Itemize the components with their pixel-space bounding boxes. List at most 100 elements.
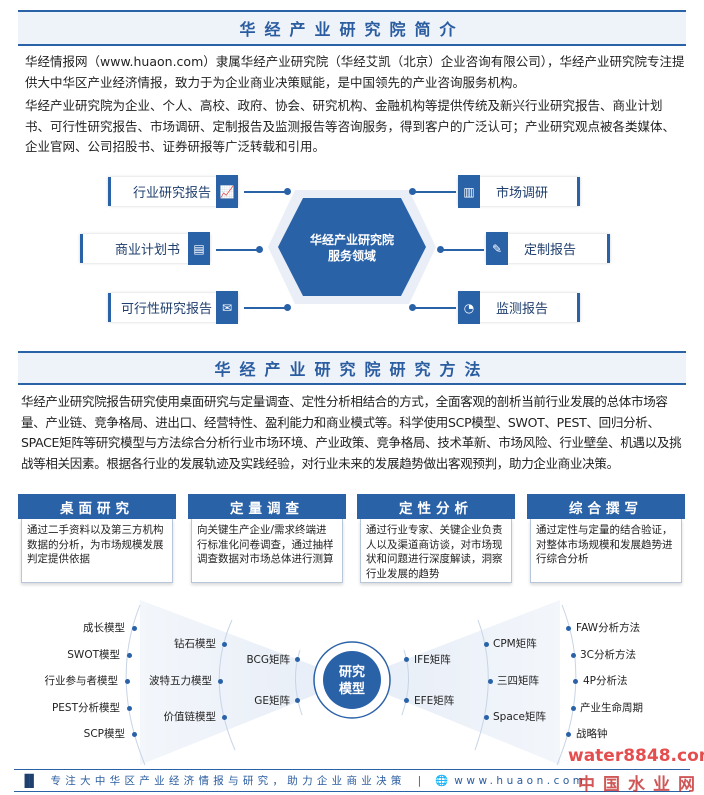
model-dot [127, 706, 132, 711]
service-label: 市场调研 [496, 186, 549, 201]
model-label: FAW分析方法 [576, 622, 641, 634]
connector-dot [284, 188, 291, 195]
service-label: 商业计划书 [115, 243, 181, 258]
connector-line [412, 307, 456, 309]
model-label: EFE矩阵 [414, 695, 455, 707]
model-dot [404, 657, 409, 662]
model-dot [127, 653, 132, 658]
globe-icon: 🌐 [435, 775, 449, 787]
center-line-2: 模型 [338, 682, 365, 697]
footer-slogan: 专注大中华区产业经济情报与研究，助力企业商业决策 [50, 775, 406, 787]
model-dot [132, 732, 137, 737]
connector-dot [437, 246, 444, 253]
method-box-synthesis: 综合撰写通过定性与定量的结合验证，对整体市场规模和发展趋势进行综合分析 [527, 494, 685, 583]
connector-dot [256, 246, 263, 253]
model-label: 价值链模型 [163, 711, 217, 723]
plan-document-icon: ▤ [188, 232, 210, 265]
watermark-line-1: water8848.com [568, 746, 704, 766]
service-monitoring-report[interactable]: ◔ 监测报告 [458, 291, 580, 324]
model-dot [566, 732, 571, 737]
model-dot [573, 679, 578, 684]
models-background [125, 600, 577, 766]
service-label: 定制报告 [524, 243, 577, 258]
intro-paragraph-2: 华经产业研究院为企业、个人、高校、政府、协会、研究机构、金融机构等提供传统及新兴… [25, 98, 676, 154]
envelope-report-icon: ✉ [216, 291, 238, 324]
model-dot [218, 679, 223, 684]
model-dot [488, 679, 493, 684]
bar-chart-icon: ▥ [458, 175, 480, 208]
model-label: Space矩阵 [493, 711, 546, 723]
method-text: 通过行业专家、关键企业负责人以及渠道商访谈，对市场现状和问题进行深度解读，洞察行… [360, 519, 512, 583]
model-dot [295, 698, 300, 703]
method-title: 定量调查 [188, 494, 346, 519]
connector-line [412, 191, 456, 193]
center-line-1: 研究 [338, 665, 365, 680]
method-title: 定性分析 [357, 494, 515, 519]
method-title: 桌面研究 [18, 494, 176, 519]
book-icon: ▐▌ [20, 773, 39, 788]
model-dot [222, 642, 227, 647]
model-label: 4P分析法 [583, 675, 628, 687]
methods-paragraph: 华经产业研究院报告研究使用桌面研究与定量调查、定性分析相结合的方式，全面客观的剖… [21, 394, 682, 471]
connector-line [244, 307, 288, 309]
service-business-plan[interactable]: 商业计划书 ▤ [80, 232, 210, 265]
model-label: 钻石模型 [174, 638, 216, 650]
model-label: 行业参与者模型 [44, 675, 119, 687]
model-dot [484, 715, 489, 720]
model-dot [125, 679, 130, 684]
model-dot [222, 715, 227, 720]
service-feasibility-report[interactable]: 可行性研究报告✉ [108, 291, 238, 324]
connector-line [216, 249, 260, 251]
model-label: PEST分析模型 [51, 702, 120, 714]
services-center-label: 华经产业研究院 服务领域 [290, 232, 414, 264]
intro-header: 华经产业研究院简介 [18, 10, 686, 46]
methods-header: 华经产业研究院研究方法 [18, 351, 686, 385]
method-box-quantitative: 定量调查向关键生产企业/需求终端进行标准化问卷调查，通过抽样调查数据对市场总体进… [188, 494, 346, 583]
footer-url[interactable]: www.huaon.com [454, 774, 587, 787]
edit-document-icon: ✎ [486, 232, 508, 265]
model-label: BCG矩阵 [246, 654, 291, 666]
center-hexagon [268, 190, 436, 304]
watermark-line-2: 中国水业网 [578, 775, 703, 795]
connector-dot [409, 304, 416, 311]
model-label: SWOT模型 [67, 649, 120, 661]
model-label: 波特五力模型 [149, 675, 212, 687]
intro-title: 华经产业研究院简介 [239, 20, 465, 39]
method-text: 向关键生产企业/需求终端进行标准化问卷调查，通过抽样调查数据对市场总体进行测算 [191, 519, 343, 583]
monitor-chart-icon: 📈 [216, 175, 238, 208]
method-title: 综合撰写 [527, 494, 685, 519]
intro-paragraph-1: 华经情报网（www.huaon.com）隶属华经产业研究院（华经艾凯（北京）企业… [25, 54, 685, 90]
connector-line [244, 191, 288, 193]
service-label: 监测报告 [496, 302, 549, 317]
model-dot [295, 657, 300, 662]
model-label: 成长模型 [83, 622, 125, 634]
method-text: 通过二手资料以及第三方机构数据的分析，为市场规模发展判定提供依据 [21, 519, 173, 583]
method-text: 通过定性与定量的结合验证，对整体市场规模和发展趋势进行综合分析 [530, 519, 682, 583]
center-line-2: 服务领域 [327, 249, 376, 263]
service-label: 可行性研究报告 [121, 302, 213, 317]
model-label: 战略钟 [576, 728, 608, 740]
center-line-1: 华经产业研究院 [309, 233, 394, 247]
models-center-label: 研究 模型 [322, 664, 382, 698]
method-box-desk-research: 桌面研究通过二手资料以及第三方机构数据的分析，为市场规模发展判定提供依据 [18, 494, 176, 583]
model-dot [571, 706, 576, 711]
service-market-research[interactable]: ▥ 市场调研 [458, 175, 580, 208]
model-label: IFE矩阵 [414, 654, 451, 666]
model-dot [566, 626, 571, 631]
service-custom-report[interactable]: ✎ 定制报告 [486, 232, 610, 265]
service-industry-report[interactable]: 行业研究报告 📈 [108, 175, 238, 208]
model-dot [571, 653, 576, 658]
method-box-qualitative: 定性分析通过行业专家、关键企业负责人以及渠道商访谈，对市场现状和问题进行深度解读… [357, 494, 515, 583]
connector-line [440, 249, 484, 251]
connector-dot [409, 188, 416, 195]
service-label: 行业研究报告 [133, 186, 212, 201]
model-label: SCP模型 [83, 728, 125, 740]
gauge-icon: ◔ [458, 291, 480, 324]
model-label: 三四矩阵 [497, 675, 539, 687]
model-dot [132, 626, 137, 631]
model-label: 3C分析方法 [580, 649, 637, 661]
footer: ▐▌ 专注大中华区产业经济情报与研究，助力企业商业决策 | 🌐 www.huao… [14, 769, 690, 792]
connector-dot [284, 304, 291, 311]
model-dot [484, 642, 489, 647]
methods-title: 华经产业研究院研究方法 [214, 360, 490, 379]
